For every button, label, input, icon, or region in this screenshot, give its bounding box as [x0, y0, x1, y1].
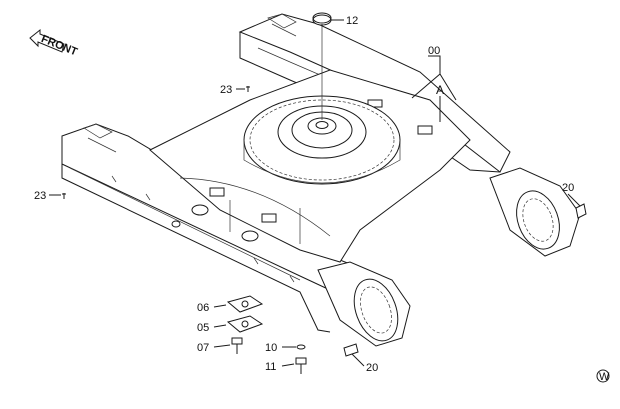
label-06: 06 — [197, 302, 209, 314]
cap-part — [312, 12, 332, 120]
label-10: 10 — [265, 342, 277, 354]
front-label: FRONT — [39, 33, 79, 58]
part-labels: 12 00 A 23 23 20 20 06 05 07 10 11 — [34, 15, 574, 374]
label-00: 00 — [428, 45, 440, 57]
watermark-letter: W — [599, 371, 610, 383]
label-20-bottom: 20 — [366, 362, 378, 374]
label-23-upper: 23 — [220, 84, 232, 96]
small-parts — [62, 86, 587, 374]
label-A: A — [436, 83, 444, 97]
label-20-right: 20 — [562, 182, 574, 194]
label-05: 05 — [197, 322, 209, 334]
swing-bearing — [243, 95, 401, 185]
leader-lines — [49, 19, 581, 367]
front-arrow: FRONT — [29, 28, 79, 58]
label-11: 11 — [265, 361, 276, 373]
label-12: 12 — [346, 15, 358, 27]
label-23-lower: 23 — [34, 190, 46, 202]
label-07: 07 — [197, 342, 209, 354]
watermark: W — [596, 369, 610, 383]
